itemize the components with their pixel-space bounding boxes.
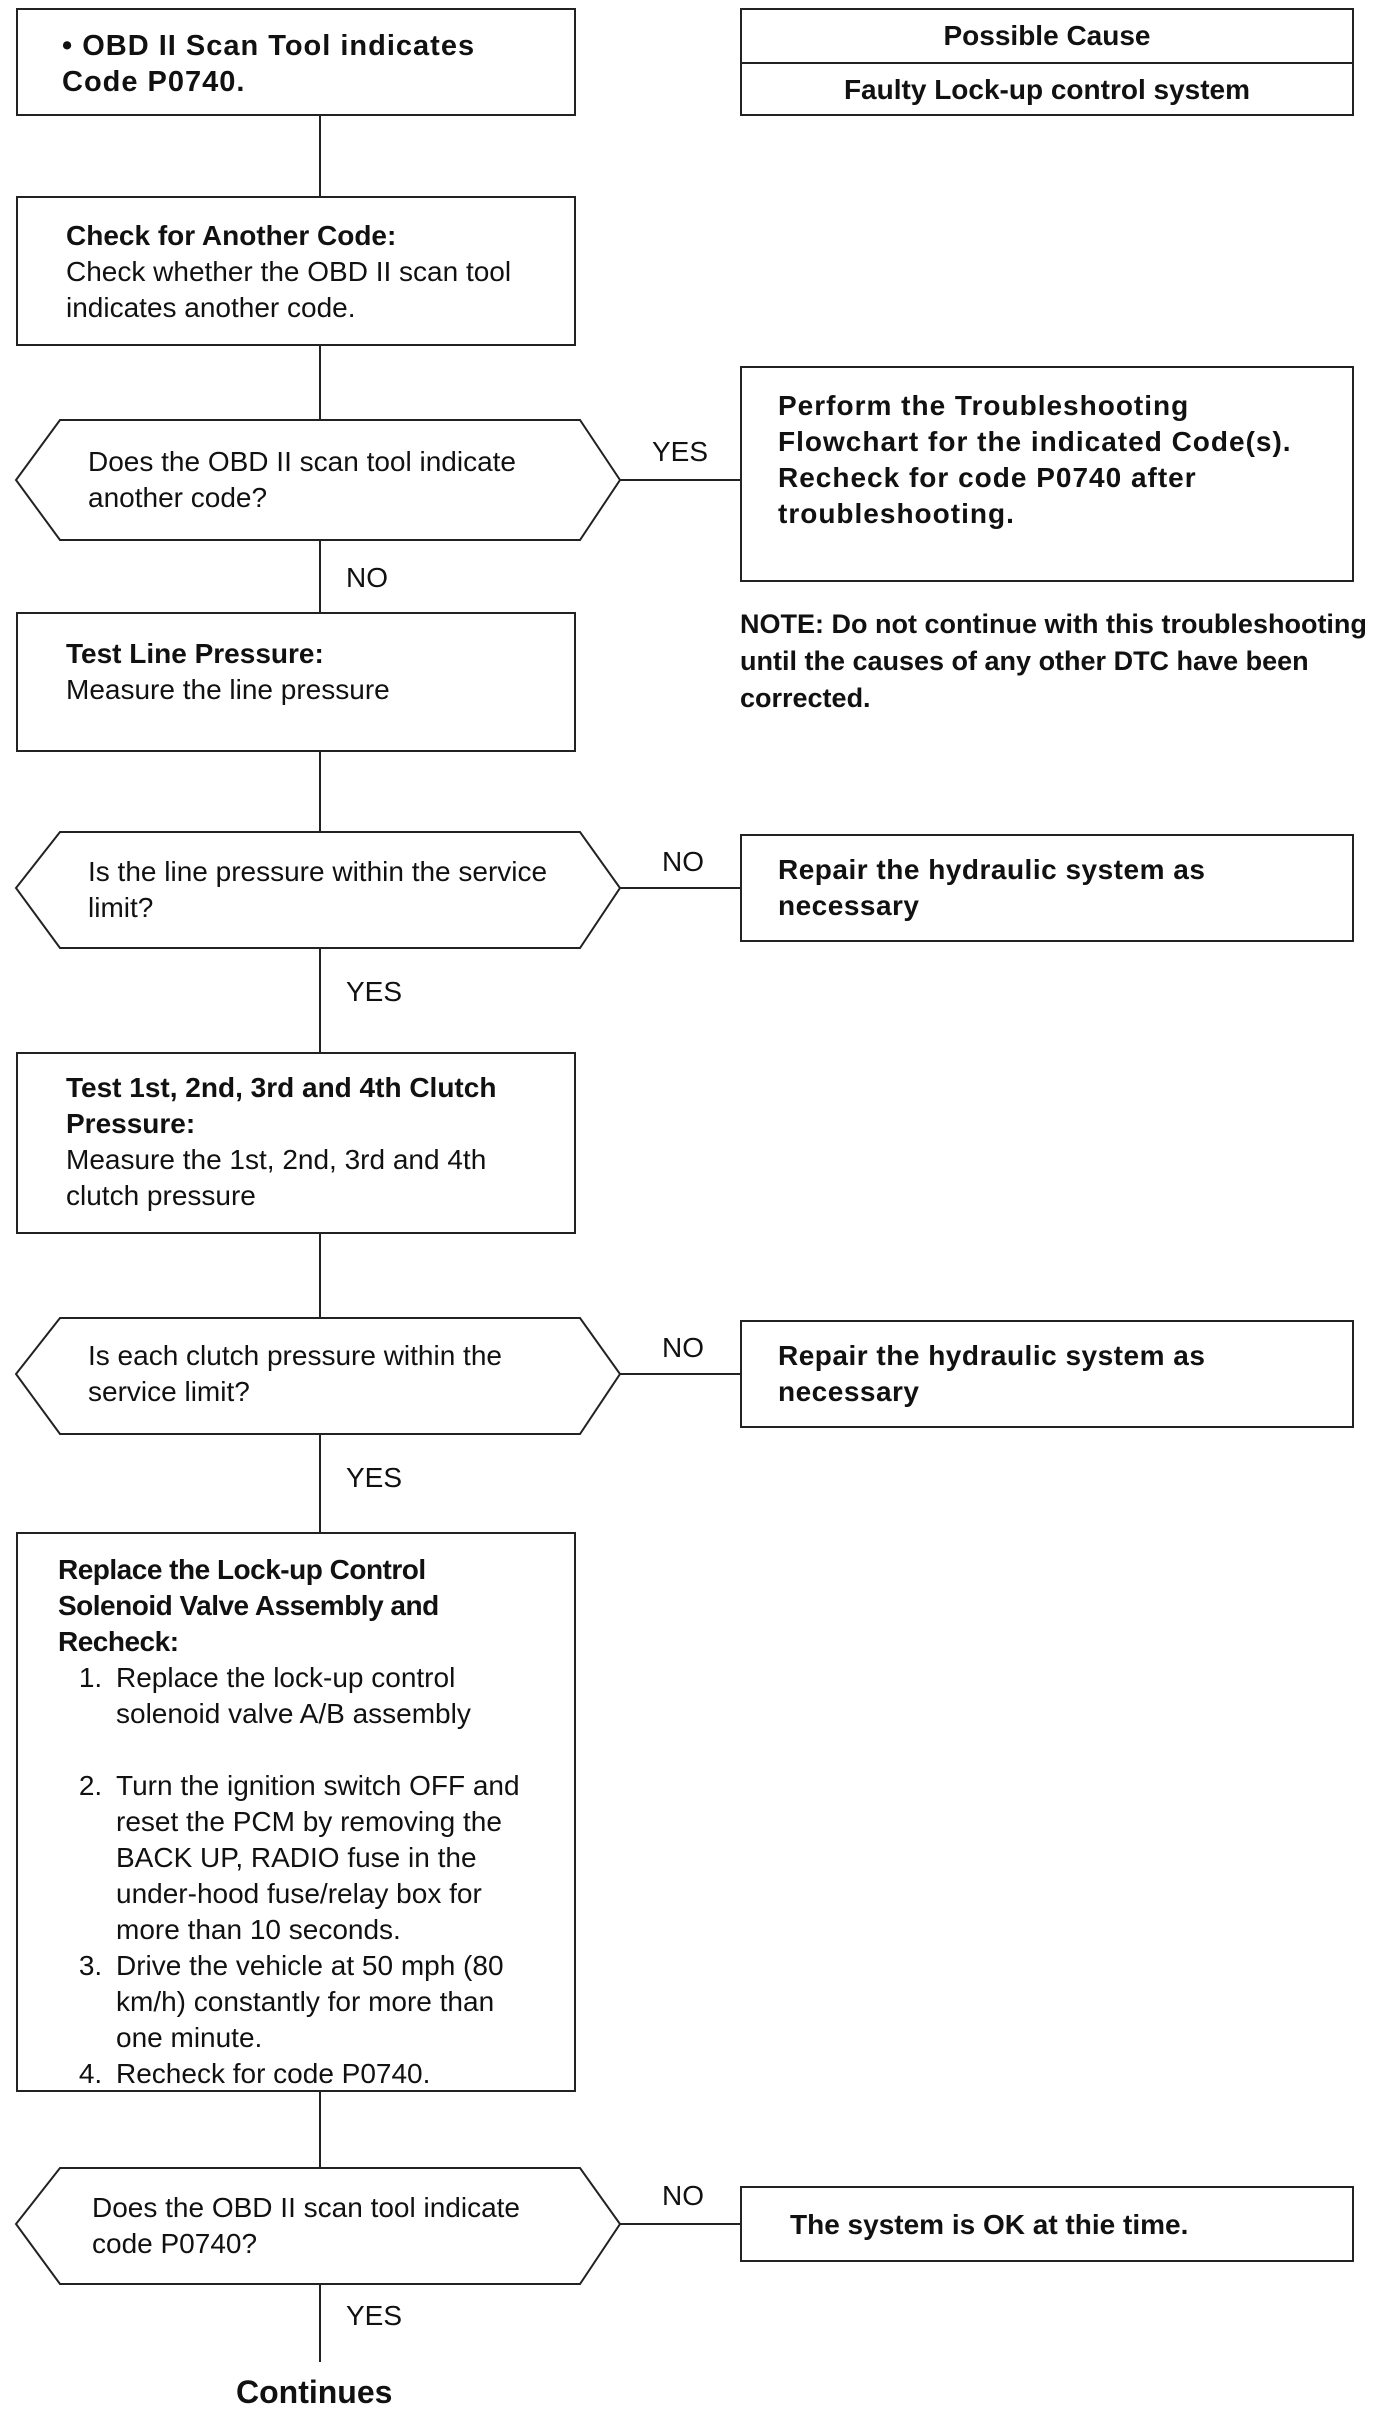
decision-final-text: Does the OBD II scan tool indicate code … <box>92 2192 520 2259</box>
possible-cause-value: Faulty Lock-up control system <box>742 62 1352 116</box>
replace-solenoid-box: Replace the Lock-up Control Solenoid Val… <box>16 1532 576 2092</box>
decision-final-no-label: NO <box>662 2180 704 2211</box>
decision-line-pressure-yes-label: YES <box>346 976 403 1007</box>
clutch-pressure-colon: : <box>185 1108 196 1139</box>
repair-hydraulic-box-1: Repair the hydraulic system as necessary <box>740 834 1354 942</box>
replace-solenoid-title: Replace the Lock-up Control Solenoid Val… <box>58 1554 439 1657</box>
repair-hydraulic-text-2: Repair the hydraulic system as necessary <box>778 1340 1206 1407</box>
decision-shape-final <box>14 2167 622 2285</box>
perform-line1: Perform the Troubleshooting Flowchart fo… <box>778 390 1292 457</box>
check-code-colon: : <box>387 220 397 251</box>
start-box: • OBD II Scan Tool indicates Code P0740. <box>16 8 576 116</box>
perform-line2: Recheck for code P0740 after troubleshoo… <box>778 462 1197 529</box>
replace-step-3: Drive the vehicle at 50 mph (80 km/h) co… <box>110 1948 538 2056</box>
possible-cause-header: Possible Cause <box>943 20 1151 51</box>
system-ok-box: The system is OK at thie time. <box>740 2186 1354 2262</box>
decision-another-code-text: Does the OBD II scan tool indicate anoth… <box>88 446 516 513</box>
replace-step-2: Turn the ignition switch OFF and reset t… <box>110 1768 538 1948</box>
decision-another-code-yes-label: YES <box>652 436 709 467</box>
check-another-code-box: Check for Another Code: Check whether th… <box>16 196 576 346</box>
line-pressure-colon: : <box>314 638 324 669</box>
repair-hydraulic-text-1: Repair the hydraulic system as necessary <box>778 854 1206 921</box>
check-code-body: Check whether the OBD II scan tool indic… <box>66 256 512 323</box>
repair-hydraulic-box-2: Repair the hydraulic system as necessary <box>740 1320 1354 1428</box>
decision-another-code-no-label: NO <box>346 562 388 593</box>
replace-step-1: Replace the lock-up control solenoid val… <box>110 1660 538 1732</box>
decision-shape-another-code <box>14 419 622 541</box>
start-text: • OBD II Scan Tool indicates Code P0740. <box>62 30 476 98</box>
system-ok-text: The system is OK at thie time. <box>790 2209 1189 2240</box>
decision-shape-line-pressure <box>14 831 622 949</box>
clutch-pressure-box: Test 1st, 2nd, 3rd and 4th Clutch Pressu… <box>16 1052 576 1234</box>
replace-steps-list: Replace the lock-up control solenoid val… <box>58 1660 538 2092</box>
replace-step-4: Recheck for code P0740. <box>110 2056 538 2092</box>
decision-clutch-pressure-text: Is each clutch pressure within the servi… <box>88 1340 502 1407</box>
decision-clutch-pressure-yes-label: YES <box>346 1462 403 1493</box>
decision-final-yes-label: YES <box>346 2300 403 2331</box>
decision-clutch-pressure-no-label: NO <box>662 1332 704 1363</box>
clutch-pressure-body: Measure the 1st, 2nd, 3rd and 4th clutch… <box>66 1144 487 1211</box>
possible-cause-table: Possible Cause Faulty Lock-up control sy… <box>740 8 1354 116</box>
decision-shape-clutch-pressure <box>14 1317 622 1435</box>
continues-label: Continues <box>236 2374 393 2410</box>
line-pressure-title: Test Line Pressure <box>66 638 315 669</box>
note-text: NOTE: Do not continue with this troubles… <box>740 609 1367 713</box>
line-pressure-box: Test Line Pressure: Measure the line pre… <box>16 612 576 752</box>
line-pressure-body: Measure the line pressure <box>66 674 390 705</box>
replace-solenoid-colon: : <box>169 1626 179 1657</box>
perform-troubleshooting-box: Perform the Troubleshooting Flowchart fo… <box>740 366 1354 582</box>
clutch-pressure-title: Test 1st, 2nd, 3rd and 4th Clutch Pressu… <box>66 1072 497 1139</box>
check-code-title: Check for Another Code <box>66 220 387 251</box>
decision-line-pressure-no-label: NO <box>662 846 704 877</box>
decision-line-pressure-text: Is the line pressure within the service … <box>88 856 548 923</box>
